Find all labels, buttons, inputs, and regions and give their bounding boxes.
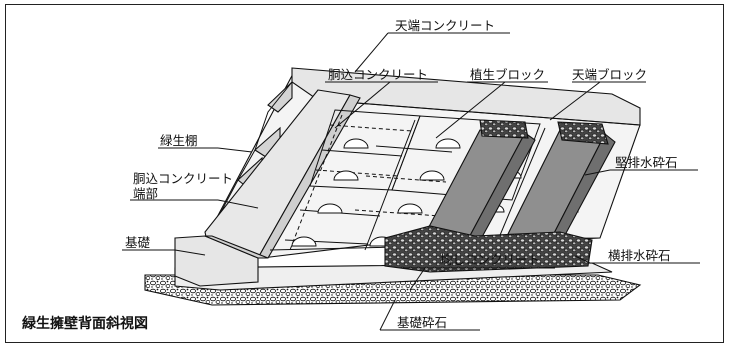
label-horizontal-drain: 横排水砕石 — [608, 248, 671, 263]
label-backfill-concrete: 胴込コンクリート — [328, 67, 428, 82]
diagram-frame — [5, 4, 724, 343]
label-backfill-edge-1: 胴込コンクリート — [133, 171, 233, 186]
label-greening-shelf: 緑生棚 — [160, 133, 198, 148]
leader-lines — [122, 32, 700, 331]
label-foundation: 基礎 — [125, 235, 151, 250]
label-planting-block: 植生ブロック — [470, 67, 545, 82]
diagram-title: 緑生擁壁背面斜視図 — [22, 315, 148, 332]
label-top-block: 天端ブロック — [572, 67, 647, 82]
label-vertical-drain: 堅排水砕石 — [615, 155, 678, 170]
label-leveling-concrete: 均しコンクリート — [440, 252, 540, 267]
label-top-concrete: 天端コンクリート — [395, 18, 495, 33]
label-base-gravel: 基礎砕石 — [397, 315, 447, 330]
planting-block-grid — [269, 109, 601, 251]
label-backfill-edge-2: 端部 — [133, 186, 158, 201]
vertical-drain-columns — [421, 119, 616, 249]
